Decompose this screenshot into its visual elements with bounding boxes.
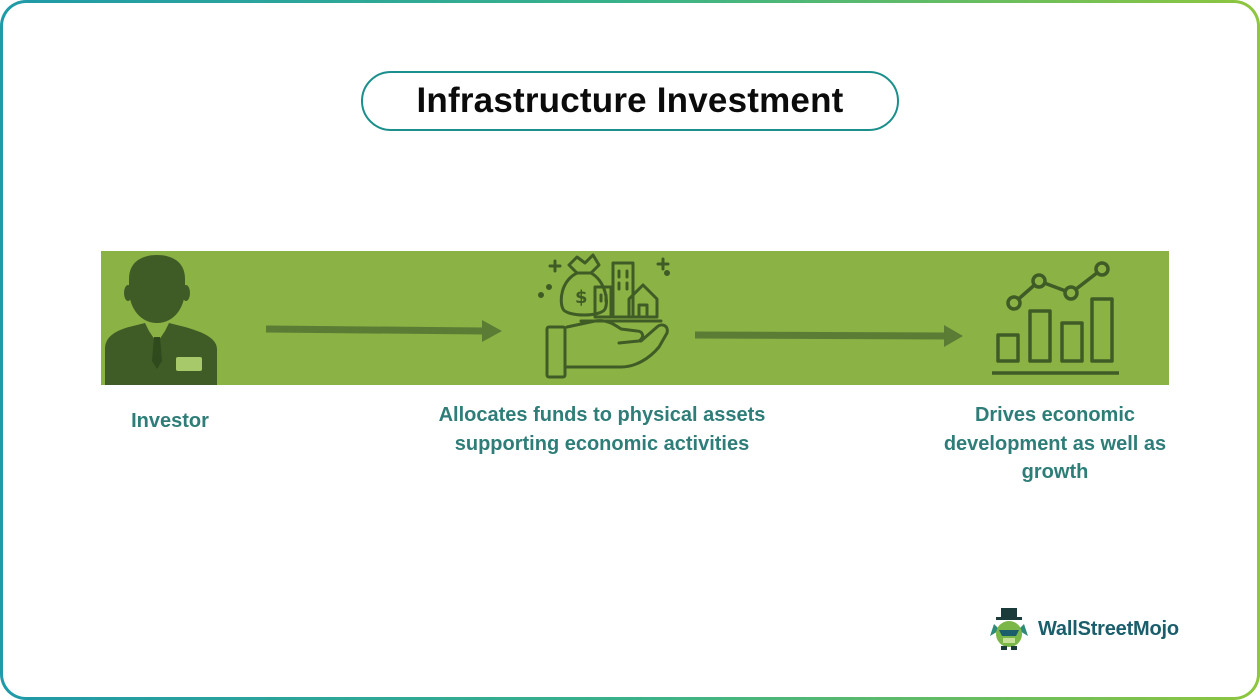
step-label-investor: Investor <box>131 410 209 432</box>
investor-icon <box>105 255 217 385</box>
wallstreetmojo-logo-icon <box>990 608 1028 650</box>
svg-text:$: $ <box>575 287 588 308</box>
process-diagram: $ <box>105 253 1119 385</box>
step-label-drives: Drives economic development as well as g… <box>943 404 1167 483</box>
page-title: Infrastructure Investment <box>361 71 899 131</box>
brand-name: WallStreetMojo <box>1038 617 1179 640</box>
process-band: $ <box>101 251 1169 385</box>
growth-chart-icon <box>992 261 1119 375</box>
arrow-2 <box>694 325 963 347</box>
arrow-1 <box>265 320 502 342</box>
step-label-allocates: Allocates funds to physical assets suppo… <box>438 404 766 455</box>
funds-allocation-icon: $ <box>538 253 670 379</box>
brand-logo: WallStreetMojo <box>986 606 1216 652</box>
